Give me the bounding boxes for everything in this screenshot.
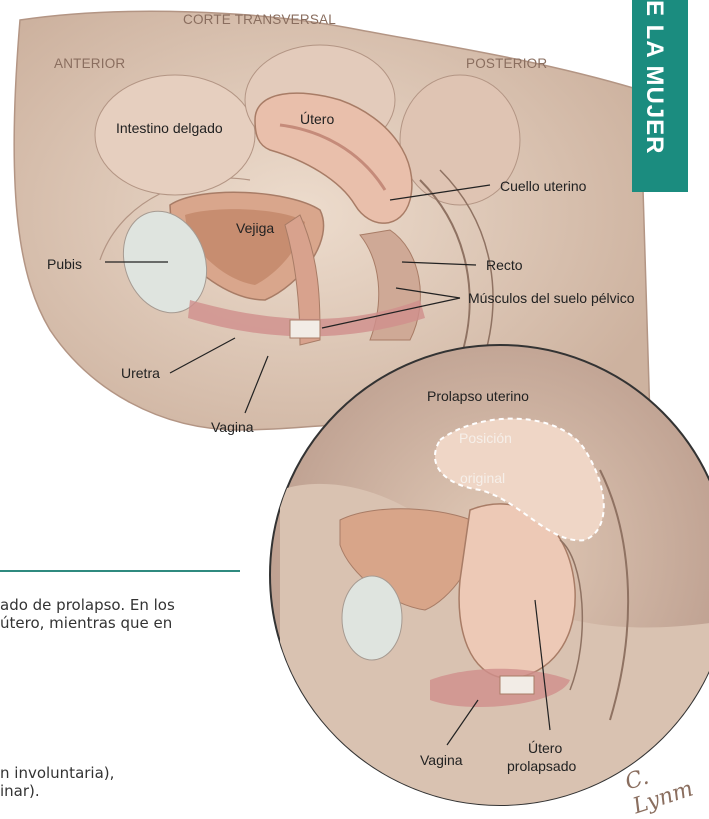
prolapse-title: Prolapso uterino (427, 388, 529, 404)
urethra-label: Uretra (121, 365, 160, 381)
original-position-label-1: Posición (459, 430, 512, 446)
posterior-label: POSTERIOR (466, 56, 547, 72)
rectum-label: Recto (486, 257, 523, 273)
inset-vagina-label: Vagina (420, 752, 463, 768)
small-intestine-label: Intestino delgado (116, 120, 223, 136)
body-text-line-4: inar). (0, 782, 40, 800)
pubis-label: Pubis (47, 256, 82, 272)
prolapsed-uterus-label-1: Útero (528, 740, 562, 756)
section-tab: E LA MUJER (632, 0, 688, 192)
prolapsed-uterus-label-2: prolapsado (507, 758, 576, 774)
body-text-line-2: útero, mientras que en (0, 614, 172, 632)
vagina-label: Vagina (211, 419, 254, 435)
prolapse-inset (270, 345, 709, 812)
section-divider (0, 570, 240, 572)
section-tab-label: E LA MUJER (640, 0, 668, 154)
cross-section-header: CORTE TRANSVERSAL (183, 12, 336, 28)
pelvic-floor-label: Músculos del suelo pélvico (468, 290, 635, 306)
cervix-label: Cuello uterino (500, 178, 586, 194)
uterus-label: Útero (300, 111, 334, 127)
body-text-line-3: n involuntaria), (0, 764, 114, 782)
bladder-label: Vejiga (236, 220, 274, 236)
body-text-line-1: ado de prolapso. En los (0, 596, 175, 614)
anterior-label: ANTERIOR (54, 56, 125, 72)
original-position-label-2: original (460, 470, 505, 486)
